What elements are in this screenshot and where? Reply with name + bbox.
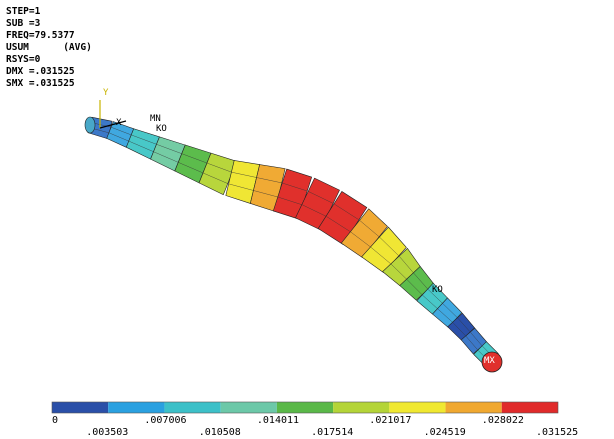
mesh-line — [202, 172, 228, 184]
legend-swatch — [220, 402, 277, 413]
mesh-line — [350, 231, 371, 248]
mesh-line — [178, 162, 204, 174]
result-info-block: STEP=1 SUB =3 FREQ=79.5377 USUM (AVG) RS… — [6, 6, 92, 90]
shaft-end-cap-left — [84, 116, 96, 134]
mesh-line — [325, 216, 352, 233]
legend-swatch — [389, 402, 446, 413]
ko-marker-top: KO — [156, 124, 167, 134]
legend-swatch — [52, 402, 109, 413]
mesh-line — [108, 132, 129, 142]
legend-swatch — [164, 402, 221, 413]
mesh-line — [422, 294, 438, 309]
mesh-line — [379, 236, 399, 256]
mesh-line — [153, 151, 179, 163]
mesh-line — [442, 303, 458, 318]
legend-tick-label: .021017 — [369, 415, 412, 426]
legend-swatch — [108, 402, 165, 413]
mesh-line — [406, 279, 423, 295]
legend-color-bar — [51, 401, 559, 414]
mesh-line — [231, 171, 257, 178]
y-axis-label: Y — [103, 88, 109, 98]
legend-outline — [51, 401, 559, 414]
ko-marker-mid: KO — [432, 285, 443, 295]
axis-triad — [99, 100, 127, 129]
legend-tick-label: 0 — [52, 415, 59, 426]
mesh-line — [470, 331, 483, 347]
rsys-label: RSYS=0 — [6, 54, 41, 65]
legend-tick-label: .014011 — [256, 415, 300, 426]
mesh-line — [111, 127, 132, 136]
mesh-line — [301, 204, 327, 217]
legend-swatch — [276, 402, 334, 413]
legend-tick-label: .007006 — [144, 415, 187, 426]
legend-swatch — [333, 402, 390, 413]
legend-tick-label: .010508 — [198, 427, 241, 438]
dmx-label: DMX =.031525 — [6, 66, 75, 77]
legend-tick-label: .003503 — [86, 427, 129, 438]
legend-tick-label: .017514 — [311, 427, 354, 438]
step-label: STEP=1 — [6, 6, 41, 17]
x-axis-line — [99, 120, 127, 129]
mesh-line — [308, 191, 334, 204]
legend-tick-label: .024519 — [423, 427, 466, 438]
mesh-line — [390, 263, 407, 280]
mesh-line — [413, 272, 429, 290]
legend-swatch — [445, 402, 502, 413]
mesh-line — [253, 190, 279, 198]
mesh-line — [370, 246, 392, 265]
smx-label: SMX =.031525 — [6, 78, 75, 89]
shaft-end-cap-right — [481, 351, 503, 373]
mesh-line — [457, 317, 471, 333]
mesh-line — [228, 183, 254, 191]
freq-label: FREQ=79.5377 — [6, 30, 75, 41]
x-axis-label: X — [116, 118, 122, 128]
mesh-line — [427, 288, 443, 304]
mesh-line — [282, 182, 308, 192]
mesh-line — [359, 220, 380, 237]
mesh-line — [128, 140, 154, 152]
shaft-mesh — [84, 116, 503, 373]
mesh-line — [156, 144, 182, 154]
mesh-line — [437, 308, 453, 323]
mesh-line — [256, 177, 282, 184]
legend-swatch — [501, 402, 558, 413]
mesh-line — [398, 255, 414, 273]
legend-tick-label: .031525 — [536, 427, 579, 438]
mesh-line — [333, 203, 360, 220]
mesh-line — [452, 322, 466, 337]
mn-marker: MN — [150, 114, 161, 124]
mesh-line — [465, 335, 478, 351]
mesh-line — [206, 162, 233, 173]
mesh-line — [181, 153, 208, 164]
mesh-line — [131, 134, 157, 145]
mesh-line — [277, 196, 303, 206]
sub-label: SUB =3 — [6, 18, 41, 29]
mx-marker: MX — [484, 356, 495, 366]
legend-tick-label: .028022 — [481, 415, 524, 426]
usum-label: USUM (AVG) — [6, 42, 92, 53]
shaft-segment — [361, 226, 407, 274]
